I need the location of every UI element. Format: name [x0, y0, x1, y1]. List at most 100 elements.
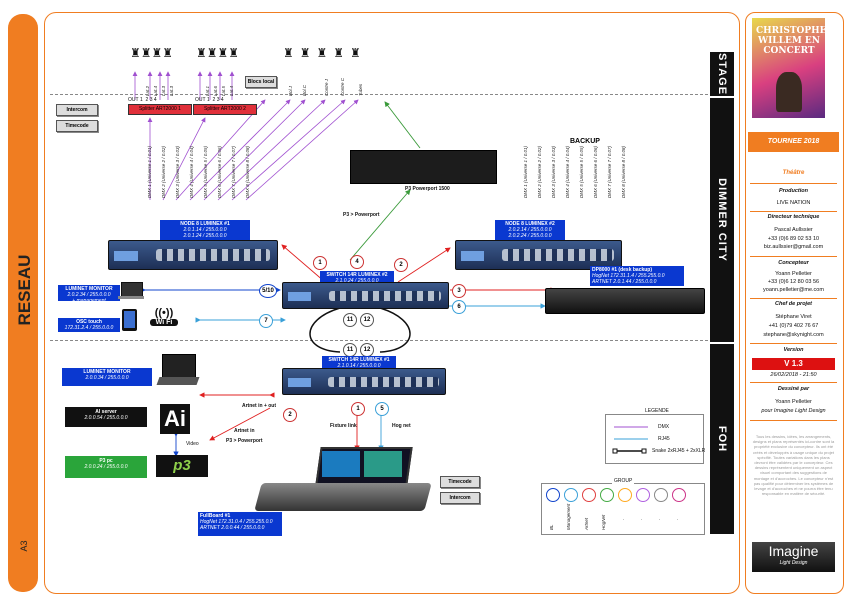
- node1-device: [108, 240, 278, 270]
- port-1-foh: 1: [351, 402, 365, 416]
- group-color-circle: [546, 488, 560, 502]
- separator: [750, 382, 837, 383]
- port-1: 1: [313, 256, 327, 270]
- chef-mail: stephane@skynight.com: [763, 332, 824, 338]
- timecode-box-stage: Timecode: [56, 120, 98, 132]
- universe-label: DMX 4 (Universe 4 / 0.04): [565, 145, 570, 198]
- group-circles: [546, 488, 702, 502]
- chef-head: Chef de projet: [775, 301, 812, 307]
- fixture-label: Tubes: [358, 83, 363, 96]
- version-head: Version: [783, 347, 804, 353]
- universe-label: DMX 3 (Universe 3 / 0.03): [551, 145, 556, 198]
- universe-label: DMX 1 (Universe 1 / 0.01): [147, 145, 152, 198]
- separator: [750, 183, 837, 184]
- artist-portrait-icon: [776, 72, 802, 112]
- imagine-logo: Imagine Light Design: [752, 542, 835, 572]
- powerport-device: [350, 150, 497, 184]
- backup-title: BACKUP: [570, 138, 600, 145]
- moving-head-icon: ♜♜♜♜: [130, 46, 174, 60]
- fixture-label: Bol.J: [288, 85, 293, 96]
- blocs-local-box: Blocs local: [245, 76, 277, 88]
- video-label: Video: [186, 441, 199, 447]
- universe-label: DMX 4 (Universe 4 / 0.04): [189, 145, 194, 198]
- port-12: 12: [360, 313, 374, 327]
- port-3: 3: [452, 284, 466, 298]
- moving-head-icon: ♜♜♜♜: [196, 46, 240, 60]
- group-color-circle: [672, 488, 686, 502]
- dessine-for: pour Imagine Light Design: [761, 408, 826, 414]
- port-11-foh: 11: [343, 343, 357, 357]
- splitter2-ports: OUT 1 2 3 4: [195, 97, 224, 103]
- fixture-link-label: Fixture link: [330, 423, 357, 429]
- switch2-device: [282, 282, 449, 309]
- node2-device: [455, 240, 622, 270]
- port-2: 2: [394, 258, 408, 272]
- fixture-label: Contre C: [340, 77, 345, 96]
- zone-label-stage: STAGE: [710, 52, 734, 96]
- port-5-10: 5/10: [259, 284, 277, 298]
- group-label: Management: [566, 503, 571, 530]
- splitter-2: Splitter ART2000 2: [193, 104, 257, 115]
- dt-phone: +33 (0)6 89 02 53 10: [767, 236, 820, 242]
- laptop-foh-icon: [156, 354, 200, 388]
- legend-dmx: DMX: [658, 424, 670, 430]
- port-7: 7: [259, 314, 273, 328]
- dt-mail: biz.aullssier@gmail.com: [763, 244, 824, 250]
- group-label: .: [638, 518, 643, 520]
- group-color-circle: [582, 488, 596, 502]
- group-label: .: [656, 518, 661, 520]
- wifi-icon: ((•)) Wi Fi: [150, 308, 178, 330]
- fixture-label: Lat.3: [161, 85, 166, 96]
- concepteur-name: Yoann Pelletier: [775, 271, 812, 277]
- timecode-box-foh: Timecode: [440, 476, 480, 488]
- universe-label: DMX 6 (Universe 6 / 0.06): [593, 145, 598, 198]
- separator: [750, 211, 837, 212]
- poster-text: CHRISTOPHE WILLEM EN CONCERT: [756, 26, 825, 56]
- fixture-label: Lat.6: [213, 85, 218, 96]
- hog-net-label: Hog net: [392, 423, 411, 429]
- port-4: 4: [350, 255, 364, 269]
- universe-label: DMX 5 (Universe 5 / 0.05): [203, 145, 208, 198]
- fixture-label: Lat.4: [153, 85, 158, 96]
- group-label: BL: [549, 524, 554, 530]
- separator: [750, 298, 837, 299]
- group-label: .: [620, 518, 625, 520]
- p3-logo-icon: p3: [156, 455, 208, 477]
- port-5-foh: 5: [375, 402, 389, 416]
- version-badge: V 1.3: [752, 358, 835, 370]
- poster-image: CHRISTOPHE WILLEM EN CONCERT: [752, 18, 825, 118]
- dp8000-device: [545, 288, 705, 314]
- dessine-head: Dessiné par: [777, 386, 810, 392]
- dt-head: Directeur technique: [767, 214, 820, 220]
- fixture-label: Lat.1: [205, 85, 210, 96]
- splitter1-ports: OUT 1 2 3 4: [128, 97, 157, 103]
- universe-label: DMX 8 (Universe 8 / 0.08): [621, 145, 626, 198]
- artnet-in-out-label: Artnet in + out: [242, 403, 277, 409]
- venue-type: Théâtre: [782, 170, 805, 176]
- powerport-label: P3 Powerport 1500: [405, 186, 450, 192]
- concepteur-head: Concepteur: [778, 260, 809, 266]
- universe-label: DMX 7 (Universe 7 / 0.07): [607, 145, 612, 198]
- production-head: Production: [778, 188, 809, 194]
- intercom-box-foh: Intercom: [440, 492, 480, 504]
- group-label: HogNet: [601, 514, 606, 530]
- p3-powerport-label: P3 > Powerport: [226, 438, 263, 444]
- universe-label: DMX 1 (Universe 1 / 0.01): [523, 145, 528, 198]
- chef-phone: +41 (0)79 402 76 67: [768, 323, 819, 329]
- universe-label: DMX 5 (Universe 5 / 0.05): [579, 145, 584, 198]
- fixture-group-mid: ♜♜♜♜: [196, 46, 239, 60]
- disclaimer: Tous les dessins, idées, les arrangement…: [752, 434, 835, 497]
- dt-name: Pascal Aullssier: [774, 227, 813, 233]
- fixture-group-right: ♜♜♜♜♜: [283, 46, 367, 60]
- separator: [750, 256, 837, 257]
- moving-head-icon: ♜♜♜♜♜: [283, 46, 367, 60]
- legend-rj45: RJ45: [658, 436, 670, 442]
- legend-lines: [612, 426, 648, 454]
- zone-divider-foh: [50, 340, 708, 341]
- left-band: [8, 14, 38, 592]
